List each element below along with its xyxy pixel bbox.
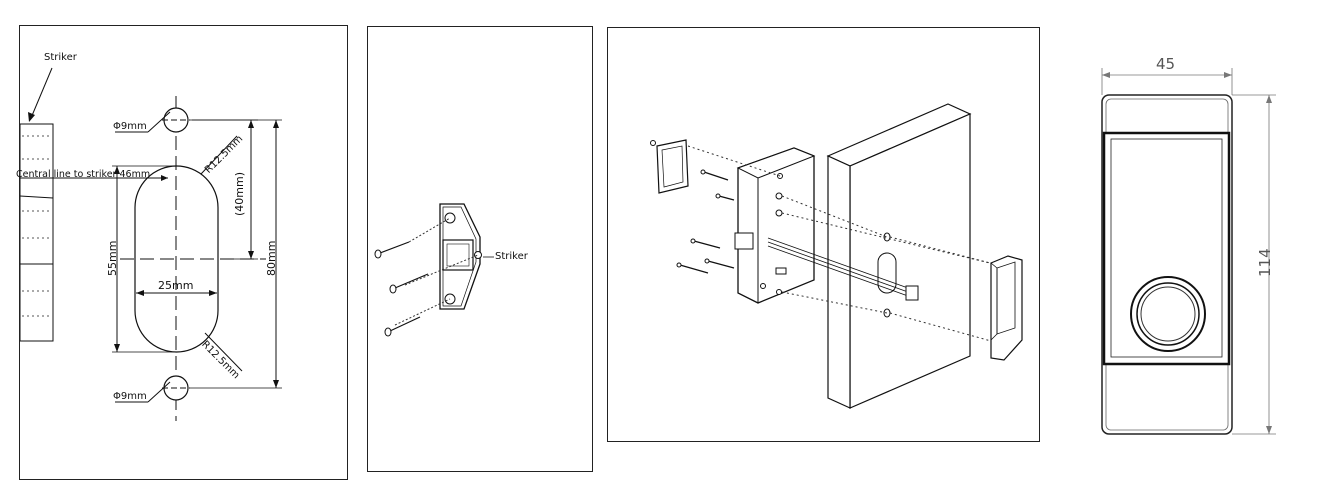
installation-drawing [650, 103, 1023, 409]
striker-plate-drawing [374, 203, 494, 337]
striker-plate-label: Striker [495, 251, 528, 262]
dim-40-label: (40mm) [233, 171, 246, 216]
dim-25-label: 25mm [158, 279, 194, 292]
cutout-template-drawing [20, 67, 282, 421]
installation-panel [607, 27, 1040, 442]
striker-label: Striker [44, 52, 77, 63]
central-line-label: Central line to striker 46mm [16, 169, 151, 180]
striker-plate-panel: Striker [367, 26, 593, 472]
height-dimension-label: 114 [1256, 248, 1274, 277]
cutout-template-panel: Striker Central line to striker 46mm Φ9m… [16, 25, 348, 480]
phi-top-label: Φ9mm [113, 121, 147, 132]
width-dimension-label: 45 [1156, 55, 1176, 73]
dim-80-label: 80mm [265, 240, 278, 276]
phi-bottom-label: Φ9mm [113, 391, 147, 402]
dim-55-label: 55mm [106, 240, 119, 276]
